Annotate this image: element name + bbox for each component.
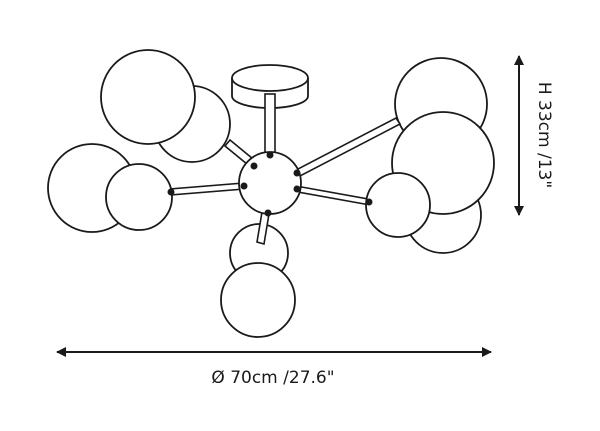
- globe-front-left: [105, 163, 173, 231]
- width-label: Ø 70cm /27.6": [211, 368, 334, 388]
- globe-front-top-left: [100, 49, 196, 145]
- ceiling-canopy: [231, 64, 309, 109]
- center-hub: [238, 151, 302, 215]
- globe-front-bottom: [220, 262, 296, 338]
- arm-joints: [167, 151, 373, 217]
- height-label: H 33cm /13": [534, 82, 554, 188]
- globe-front-lower-right: [365, 172, 431, 238]
